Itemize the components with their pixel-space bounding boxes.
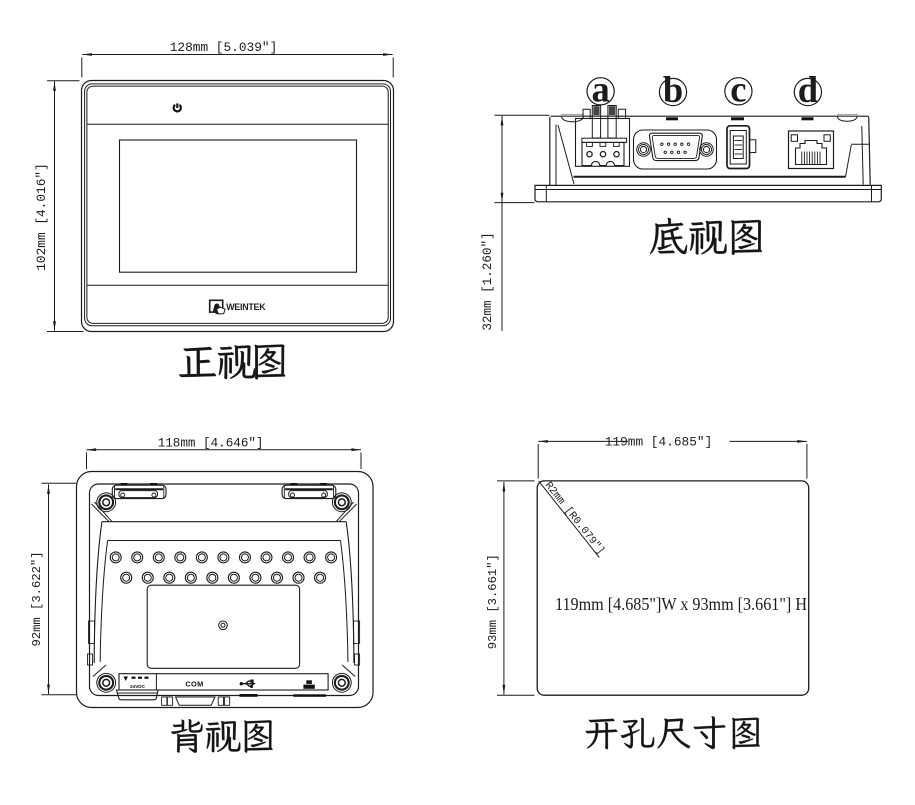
svg-text:COM: COM bbox=[185, 680, 203, 689]
svg-text:b: b bbox=[663, 69, 683, 110]
svg-text:119mm [4.685"]: 119mm [4.685"] bbox=[605, 435, 713, 450]
svg-text:a: a bbox=[591, 68, 609, 109]
svg-text:c: c bbox=[730, 68, 746, 109]
svg-text:118mm [4.646"]: 118mm [4.646"] bbox=[158, 436, 264, 450]
svg-text:WEINTEK: WEINTEK bbox=[226, 302, 266, 312]
svg-text:24VDC: 24VDC bbox=[130, 684, 145, 689]
svg-text:119mm [4.685"]W x 93mm [3.661": 119mm [4.685"]W x 93mm [3.661"] H bbox=[555, 594, 807, 614]
svg-text:92mm [3.622"]: 92mm [3.622"] bbox=[30, 551, 44, 646]
svg-text:d: d bbox=[798, 69, 818, 110]
svg-text:93mm [3.661"]: 93mm [3.661"] bbox=[486, 554, 500, 649]
svg-text:32mm [1.260"]: 32mm [1.260"] bbox=[481, 232, 495, 330]
svg-text:102mm [4.016"]: 102mm [4.016"] bbox=[34, 163, 49, 271]
svg-text:128mm [5.039"]: 128mm [5.039"] bbox=[170, 40, 278, 55]
